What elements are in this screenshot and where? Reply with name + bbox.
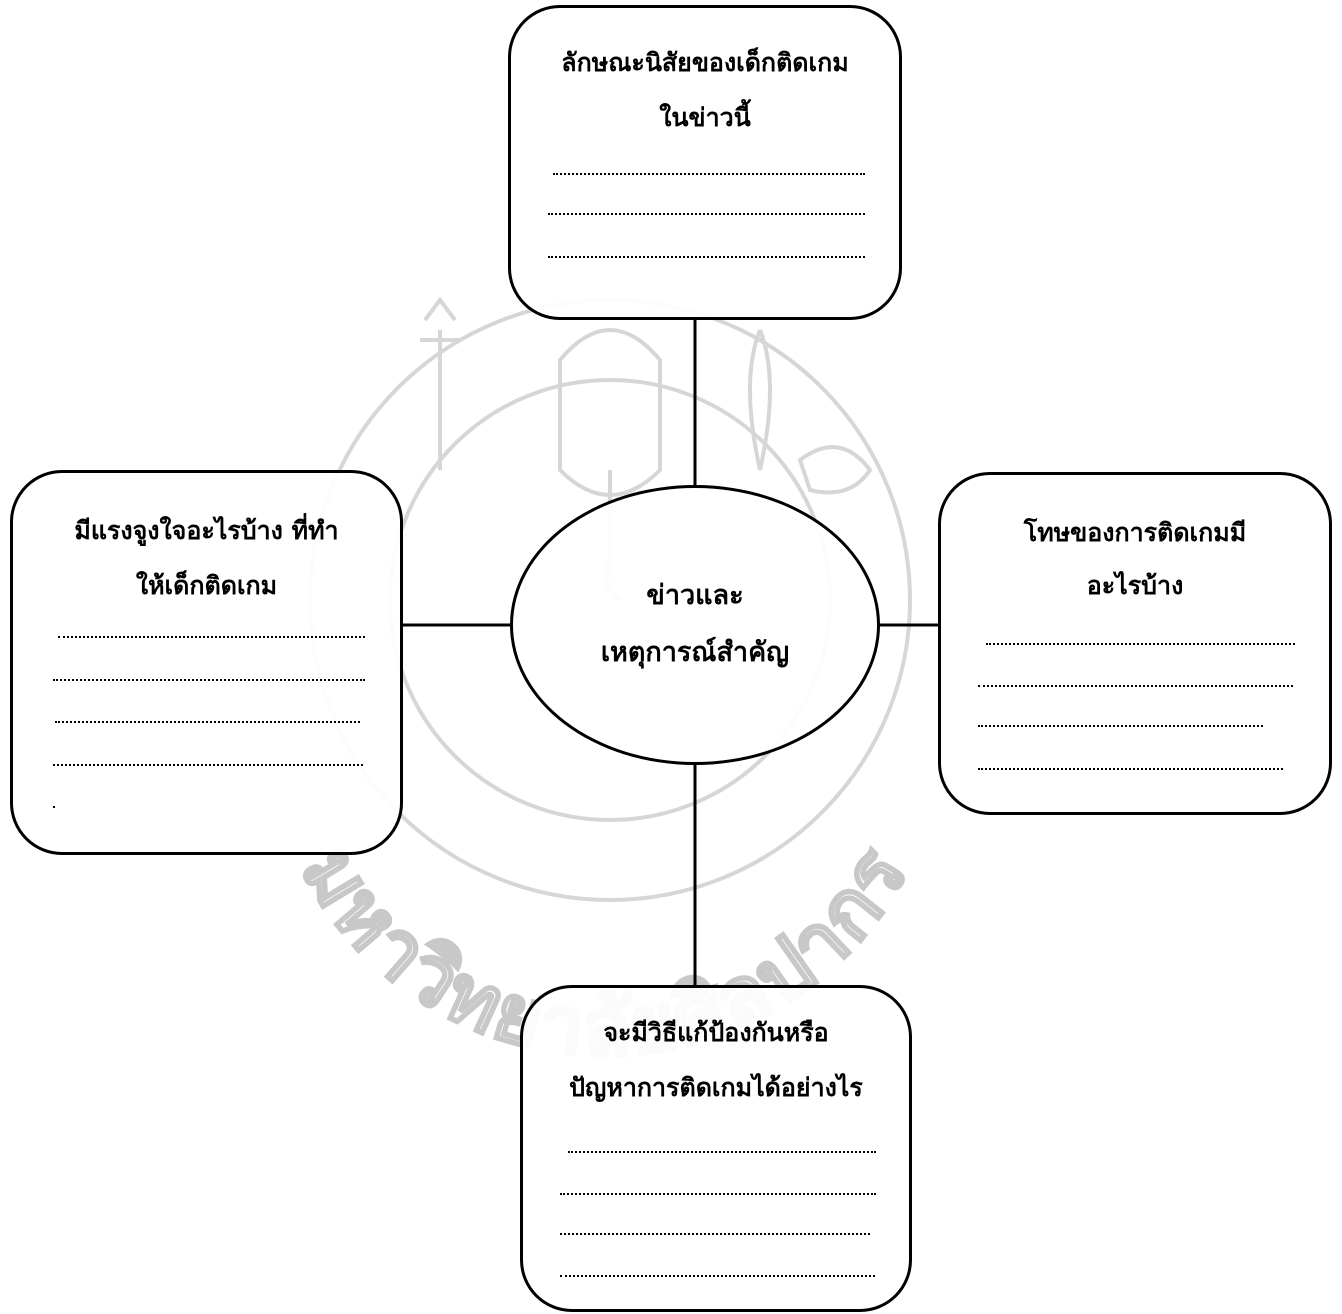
top-box-title-line1: ลักษณะนิสัยของเด็กติดเกม xyxy=(561,48,849,77)
left-box-title-line2: ให้เด็กติดเกม xyxy=(135,571,278,600)
right-box: โทษของการติดเกมมี อะไรบ้าง xyxy=(938,472,1332,815)
answer-line xyxy=(560,1233,870,1235)
answer-line xyxy=(568,1151,876,1153)
top-box: ลักษณะนิสัยของเด็กติดเกม ในข่าวนี้ xyxy=(508,5,902,320)
answer-line xyxy=(978,768,1283,770)
answer-line xyxy=(986,643,1295,645)
center-topic-line1: ข่าวและ xyxy=(646,580,744,611)
bottom-box-title-line1: จะมีวิธีแก้ป้องกันหรือ xyxy=(603,1018,829,1047)
bowl-icon xyxy=(797,445,873,495)
right-box-title-line2: อะไรบ้าง xyxy=(1086,571,1184,600)
answer-line xyxy=(978,725,1263,727)
right-box-title-line1: โทษของการติดเกมมี xyxy=(1023,518,1247,547)
trident-icon xyxy=(420,296,460,470)
center-topic-ellipse: ข่าวและ เหตุการณ์สำคัญ xyxy=(510,485,880,765)
left-box-title-line1: มีแรงจูงใจอะไรบ้าง ที่ทำ xyxy=(74,516,339,545)
bottom-box: จะมีวิธีแก้ป้องกันหรือ ปัญหาการติดเกมได้… xyxy=(520,985,912,1312)
answer-line xyxy=(560,1275,875,1277)
answer-line xyxy=(548,213,865,215)
answer-line xyxy=(58,636,365,638)
answer-line xyxy=(548,256,865,258)
answer-line xyxy=(560,1193,876,1195)
answer-line xyxy=(53,764,363,766)
answer-line xyxy=(55,721,360,723)
bottom-box-title-line2: ปัญหาการติดเกมได้อย่างไร xyxy=(569,1073,863,1102)
elephant-head-icon xyxy=(558,328,662,497)
answer-line xyxy=(978,685,1293,687)
wheat-icon xyxy=(748,329,772,471)
top-box-title-line2: ในข่าวนี้ xyxy=(659,103,751,132)
center-topic-line2: เหตุการณ์สำคัญ xyxy=(600,637,790,668)
answer-line xyxy=(53,679,365,681)
stray-dot xyxy=(53,806,55,808)
left-box: มีแรงจูงใจอะไรบ้าง ที่ทำ ให้เด็กติดเกม xyxy=(10,470,403,855)
answer-line xyxy=(553,173,865,175)
